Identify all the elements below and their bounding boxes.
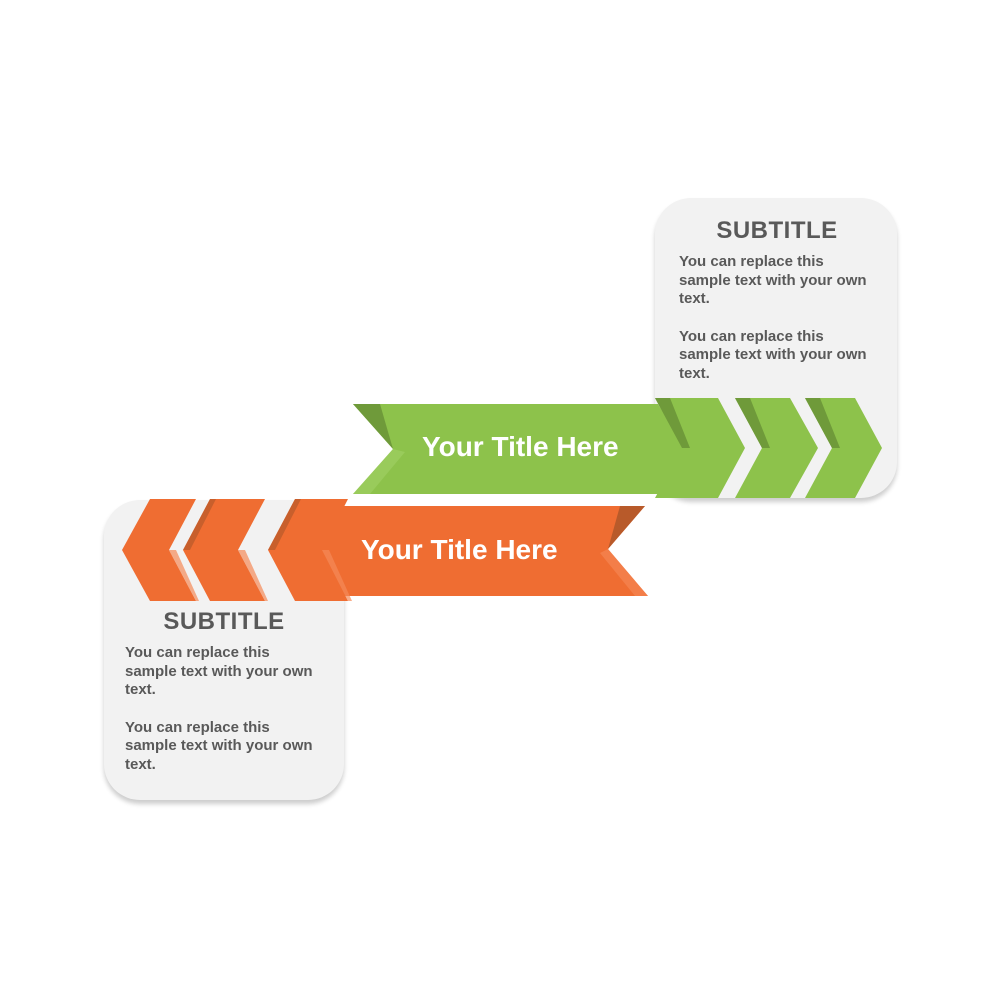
green-chevron-1 xyxy=(655,398,745,498)
orange-banner xyxy=(318,506,648,596)
orange-chevron-shades xyxy=(169,499,352,601)
orange-chevron-3 xyxy=(122,499,196,601)
green-banner xyxy=(353,404,684,494)
top-step-paragraph-1: You can replace this sample text with yo… xyxy=(679,253,867,307)
top-step-paragraph-2: You can replace this sample text with yo… xyxy=(679,327,867,382)
bottom-step-paragraph-1: You can replace this sample text with yo… xyxy=(125,644,313,698)
bottom-step-paragraph-2: You can replace this sample text with yo… xyxy=(125,718,313,773)
bottom-step-body: You can replace this sample text with yo… xyxy=(125,644,315,793)
top-step-subtitle: SUBTITLE xyxy=(716,217,838,244)
orange-chevron-2 xyxy=(183,499,265,601)
bottom-step-title: Your Title Here xyxy=(361,534,558,565)
bottom-step-subtitle: SUBTITLE xyxy=(163,608,285,635)
top-step-title: Your Title Here xyxy=(422,431,619,462)
green-chevron-2 xyxy=(735,398,818,498)
green-chevron-3 xyxy=(805,398,882,498)
top-step-body: You can replace this sample text with yo… xyxy=(679,253,869,402)
